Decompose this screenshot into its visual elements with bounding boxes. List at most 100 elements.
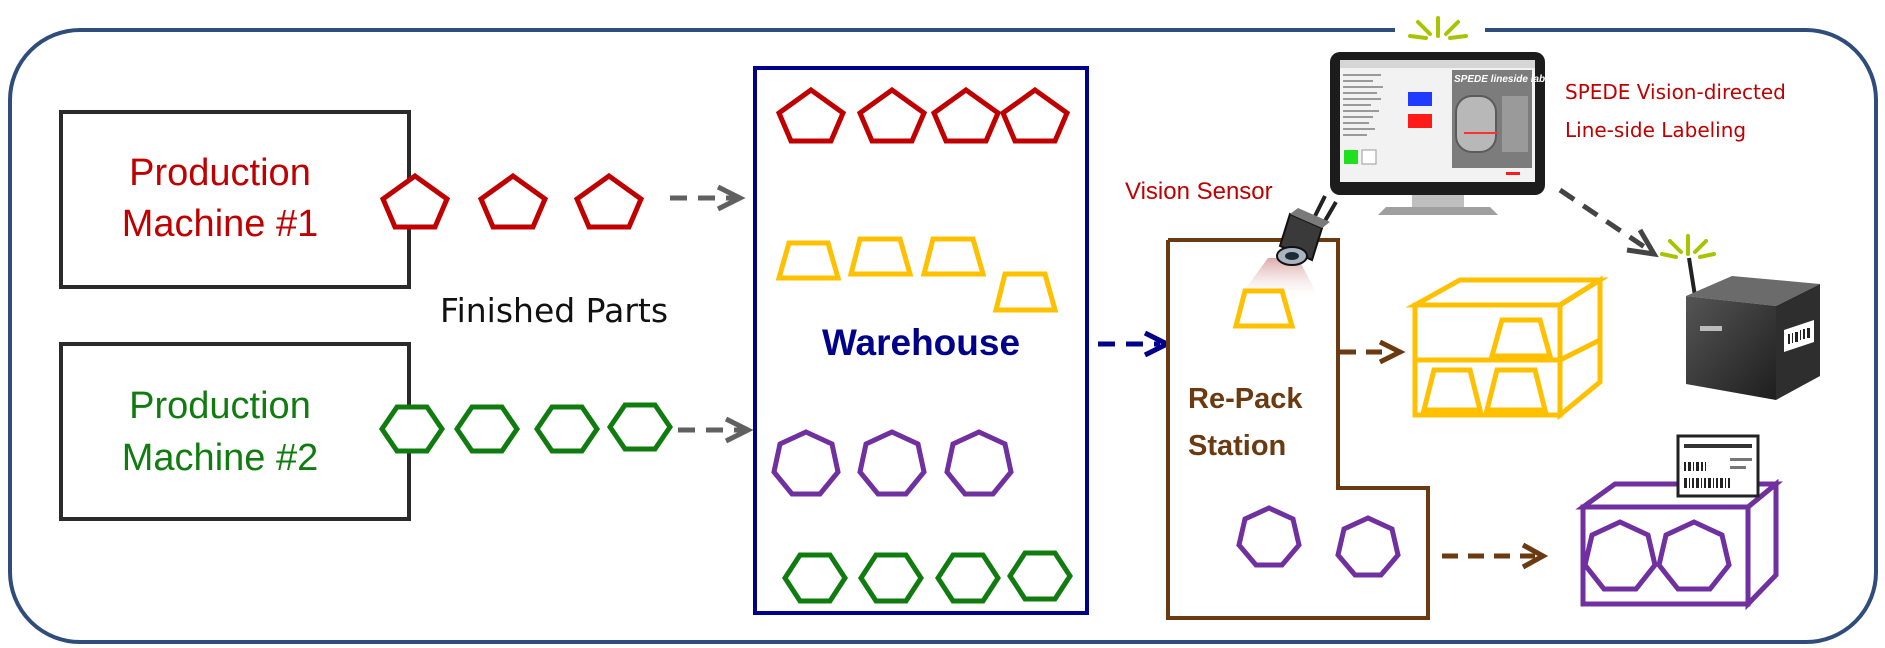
label-bar [1684,444,1752,448]
printer-top [1686,276,1820,306]
screen-image-ring [1455,95,1497,153]
heptagon-part-icon [1582,519,1658,592]
heptagon-part-icon [944,429,1014,497]
heptagon-part-icon [1335,515,1401,578]
box-side [1745,478,1779,611]
hexagon-part-icon [453,404,521,454]
trapezoid-part-icon [1420,367,1484,413]
heptagon-part-icon [1656,519,1732,592]
repack-label-line2: Station [1188,430,1286,462]
vision-sensor-camera-icon [1276,195,1338,266]
arrows-to-warehouse [670,184,754,444]
repack-heptagons [1236,505,1401,578]
pentagon-part-icon [477,172,549,230]
printer-paper-barcode [1788,328,1810,344]
hexagon-part-icon [378,404,446,454]
screen-text-lines [1343,74,1383,136]
printer-antenna [1687,257,1697,297]
pentagon-part-icon [775,86,847,144]
screen-image-inner [1502,96,1528,152]
heptagon-part-icon [771,429,841,497]
trapezoid-part-icon [1483,367,1549,413]
purple-box-parts [1582,519,1732,592]
trapezoid-part-icon [992,271,1059,313]
pentagon-part-icon [379,172,451,230]
printer-paper [1784,320,1814,352]
trapezoid-part-icon [1488,317,1554,359]
warehouse-trapezoids [775,236,1059,313]
wireless-signal-icon [1408,16,1468,40]
barcode-bars [1684,462,1730,488]
arrow-head [724,416,754,444]
machine-1-label-line1: Production [129,152,311,194]
arrow-line [1558,187,1648,251]
production-machine-2-box [59,342,411,521]
screen-green-block [1344,150,1358,164]
hexagon-part-icon [1007,550,1073,602]
pentagon-part-icon [999,86,1071,144]
screen-red-line [1464,132,1498,134]
shelf-top [1405,277,1609,308]
repack-label-line1: Re-Pack [1188,383,1303,415]
camera-top [1290,208,1330,228]
printer-logo [1700,326,1722,331]
hexagon-part-icon [858,552,924,604]
vision-beam [1240,258,1318,296]
machine-2-parts [378,402,674,454]
arrow-head [1626,228,1659,258]
camera-lens-inner [1285,252,1299,260]
arrow-head [716,184,746,212]
warehouse-heptagons [771,429,1014,497]
pentagon-part-icon [856,86,928,144]
heptagon-part-icon [1236,505,1302,568]
shelf-divider-back [1558,337,1602,363]
screen-white-block [1361,149,1377,165]
outer-frame [8,28,1878,644]
trapezoid-part-icon [847,236,914,277]
warehouse-label: Warehouse [822,322,1020,363]
warehouse-pentagons [775,86,1071,144]
pentagon-part-icon [573,172,645,230]
printer-front [1686,296,1776,400]
wireless-signal-icon [1660,234,1716,259]
monitor-stand-neck [1412,195,1464,207]
gold-shelf-box [1405,275,1609,421]
monitor-icon: SPEDE lineside labeling [1330,52,1568,215]
arrow-to-printer [1558,187,1659,258]
hexagon-part-icon [606,402,674,452]
gold-shelf-parts [1420,317,1554,413]
arrow-head [1378,339,1406,365]
spede-label-line1: SPEDE Vision-directed [1565,80,1786,104]
screen-titlebar [1340,60,1535,68]
arrow-head [1521,542,1549,570]
label-text-line [1730,458,1752,461]
machine-2-label-line2: Machine #2 [122,437,318,479]
machine-1-label-line2: Machine #1 [122,203,318,245]
pentagon-part-icon [930,86,1002,144]
monitor-stand-base [1378,207,1498,215]
screen-red-block [1408,114,1432,128]
spede-label-line2: Line-side Labeling [1565,118,1746,142]
hexagon-part-icon [782,552,848,604]
vision-sensor-label: Vision Sensor [1125,178,1273,205]
trapezoid-part-icon [1232,288,1296,329]
monitor-banner-text: SPEDE lineside labeling [1454,74,1568,85]
label-text-line [1730,466,1746,469]
screen-blue-block [1408,92,1432,106]
trapezoid-part-icon [920,236,987,277]
arrow-to-repack [1098,330,1173,358]
arrows-from-repack [1340,339,1549,570]
heptagon-part-icon [857,429,927,497]
trapezoid-part-icon [775,240,842,281]
purple-pack-box [1575,478,1783,611]
warehouse-box [753,66,1089,615]
warehouse-hexagons [782,550,1073,604]
label-printer-icon [1686,257,1820,400]
shelf-side [1557,275,1603,421]
barcode-label-icon [1676,434,1760,498]
hexagon-part-icon [935,552,1001,604]
finished-parts-label: Finished Parts [440,291,668,330]
machine-1-parts [379,172,645,230]
screen-footer-red [1506,172,1520,175]
